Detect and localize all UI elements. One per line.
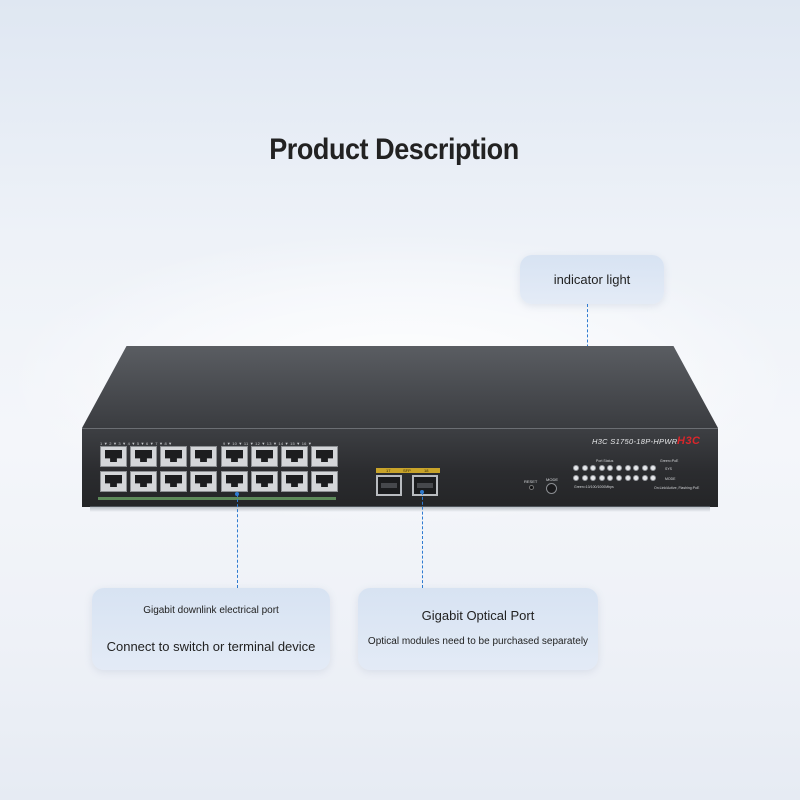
port-led (607, 475, 614, 481)
reset-label: RESET (524, 479, 538, 484)
rj45-port[interactable] (190, 471, 217, 492)
port-led (641, 465, 648, 471)
port-led (633, 465, 640, 471)
rj45-port[interactable] (281, 471, 308, 492)
sfp-label-18: 18 (424, 468, 429, 473)
electrical-pointer-line (237, 494, 238, 588)
port-led (624, 475, 631, 481)
led-label-poe-state: On:Link/Active, Flashing:PoE (654, 486, 700, 490)
rj45-port[interactable] (130, 446, 157, 467)
callout-electrical-title: Gigabit downlink electrical port (143, 605, 279, 616)
rj45-port[interactable] (251, 471, 278, 492)
port-numbers-right: 9 ▼ 10 ▼ 11 ▼ 12 ▼ 13 ▼ 14 ▼ 15 ▼ 16 ▼ (223, 441, 313, 446)
led-label-port-status: Port Status (596, 459, 614, 463)
port-led (633, 475, 640, 481)
callout-optical-subtitle: Optical modules need to be purchased sep… (367, 636, 589, 647)
port-led (641, 475, 648, 481)
port-led (615, 475, 622, 481)
mode-led (650, 475, 657, 481)
callout-optical-port: Gigabit Optical Port Optical modules nee… (358, 588, 598, 670)
port-led (590, 475, 597, 481)
led-label-sys: SYS (665, 467, 673, 471)
mode-button[interactable] (546, 483, 557, 494)
sfp-port-18[interactable] (412, 475, 438, 496)
port-led (607, 465, 614, 471)
port-led (615, 465, 622, 471)
poe-indicator-strip (98, 497, 336, 500)
rj45-port[interactable] (221, 446, 248, 467)
switch-top-panel (82, 346, 718, 428)
optical-pointer-dot (420, 490, 424, 494)
sys-led (650, 465, 657, 471)
led-row-bottom (573, 475, 657, 481)
callout-electrical-subtitle: Connect to switch or terminal device (106, 639, 316, 654)
rj45-port[interactable] (100, 446, 127, 467)
callout-optical-title: Gigabit Optical Port (421, 608, 535, 623)
rj45-port[interactable] (130, 471, 157, 492)
optical-pointer-line (422, 492, 423, 588)
rj45-port[interactable] (311, 471, 338, 492)
sfp-label-17: 17 (386, 468, 391, 473)
page-title: Product Description (269, 133, 519, 166)
brand-logo: H3C (677, 435, 701, 447)
rj45-port-group-right (221, 446, 338, 492)
port-led (598, 465, 605, 471)
led-label-speed: Green=10/100/1000Mbps (574, 485, 614, 489)
led-label-mode: MODE (665, 477, 676, 481)
electrical-pointer-dot (235, 492, 239, 496)
reset-button[interactable] (529, 485, 534, 490)
sfp-label-sfp: SFP (403, 468, 411, 473)
led-row-top (573, 465, 657, 471)
led-label-green-poe: Green=PoE (660, 459, 679, 463)
rj45-port[interactable] (160, 446, 187, 467)
callout-indicator-light: indicator light (520, 255, 664, 304)
model-name: H3C S1750-18P-HPWR (592, 437, 678, 446)
port-led (598, 475, 605, 481)
mode-label: MODE (546, 477, 558, 482)
rj45-port[interactable] (190, 446, 217, 467)
port-led (624, 465, 631, 471)
port-led (590, 465, 597, 471)
rj45-port[interactable] (100, 471, 127, 492)
switch-shadow (90, 506, 710, 512)
rj45-port-group-left (100, 446, 217, 492)
callout-indicator-label: indicator light (553, 272, 631, 287)
port-led (581, 465, 588, 471)
led-indicator-panel: Port Status Green=PoE SYS MO (568, 459, 714, 493)
rj45-port[interactable] (160, 471, 187, 492)
rj45-port[interactable] (221, 471, 248, 492)
port-led (573, 465, 579, 471)
rj45-port[interactable] (251, 446, 278, 467)
port-led (581, 475, 588, 481)
sfp-label-strip (376, 468, 440, 473)
port-numbers-left: 1 ▼ 2 ▼ 3 ▼ 4 ▼ 5 ▼ 6 ▼ 7 ▼ 8 ▼ (100, 441, 173, 446)
rj45-port[interactable] (281, 446, 308, 467)
rj45-port[interactable] (311, 446, 338, 467)
sfp-port-17[interactable] (376, 475, 402, 496)
callout-electrical-port: Gigabit downlink electrical port Connect… (92, 588, 330, 670)
port-led (573, 475, 579, 481)
